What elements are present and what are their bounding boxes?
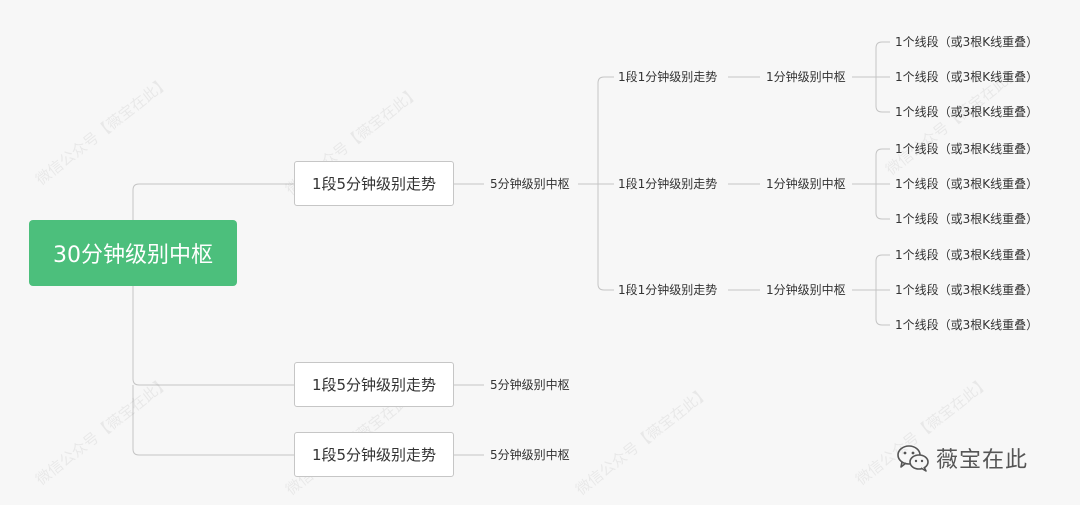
level2-node: 5分钟级别中枢 bbox=[490, 378, 570, 392]
connector-line bbox=[132, 286, 294, 386]
connector-line bbox=[597, 283, 614, 291]
level1-node: 1段5分钟级别走势 bbox=[294, 362, 454, 407]
level3-node: 1段1分钟级别走势 bbox=[618, 283, 718, 297]
wechat-icon bbox=[897, 445, 929, 472]
level1-node: 1段5分钟级别走势 bbox=[294, 432, 454, 477]
connector-line bbox=[875, 41, 890, 49]
connector-line bbox=[875, 105, 890, 113]
leaf-node: 1个线段（或3根K线重叠） bbox=[895, 142, 1039, 156]
brand-name: 薇宝在此 bbox=[936, 448, 1029, 473]
brand: 薇宝在此 bbox=[896, 442, 1028, 474]
level1-node: 1段5分钟级别走势 bbox=[294, 161, 454, 206]
leaf-node: 1个线段（或3根K线重叠） bbox=[895, 248, 1039, 262]
leaf-node: 1个线段（或3根K线重叠） bbox=[895, 318, 1039, 332]
root-node: 30分钟级别中枢 bbox=[29, 220, 237, 286]
leaf-node: 1个线段（或3根K线重叠） bbox=[895, 105, 1039, 119]
level2-node: 5分钟级别中枢 bbox=[490, 177, 570, 191]
connector-line bbox=[875, 254, 890, 262]
level2-node: 5分钟级别中枢 bbox=[490, 448, 570, 462]
connector-line bbox=[875, 212, 890, 220]
level4-node: 1分钟级别中枢 bbox=[766, 283, 846, 297]
leaf-node: 1个线段（或3根K线重叠） bbox=[895, 35, 1039, 49]
connector-line bbox=[875, 148, 890, 156]
leaf-node: 1个线段（或3根K线重叠） bbox=[895, 283, 1039, 297]
connector-line bbox=[875, 318, 890, 326]
level4-node: 1分钟级别中枢 bbox=[766, 177, 846, 191]
level3-node: 1段1分钟级别走势 bbox=[618, 177, 718, 191]
leaf-node: 1个线段（或3根K线重叠） bbox=[895, 177, 1039, 191]
leaf-node: 1个线段（或3根K线重叠） bbox=[895, 212, 1039, 226]
level4-node: 1分钟级别中枢 bbox=[766, 70, 846, 84]
connector-line bbox=[132, 183, 294, 220]
connector-line bbox=[597, 76, 614, 84]
connector-line bbox=[132, 385, 294, 456]
leaf-node: 1个线段（或3根K线重叠） bbox=[895, 70, 1039, 84]
level3-node: 1段1分钟级别走势 bbox=[618, 70, 718, 84]
